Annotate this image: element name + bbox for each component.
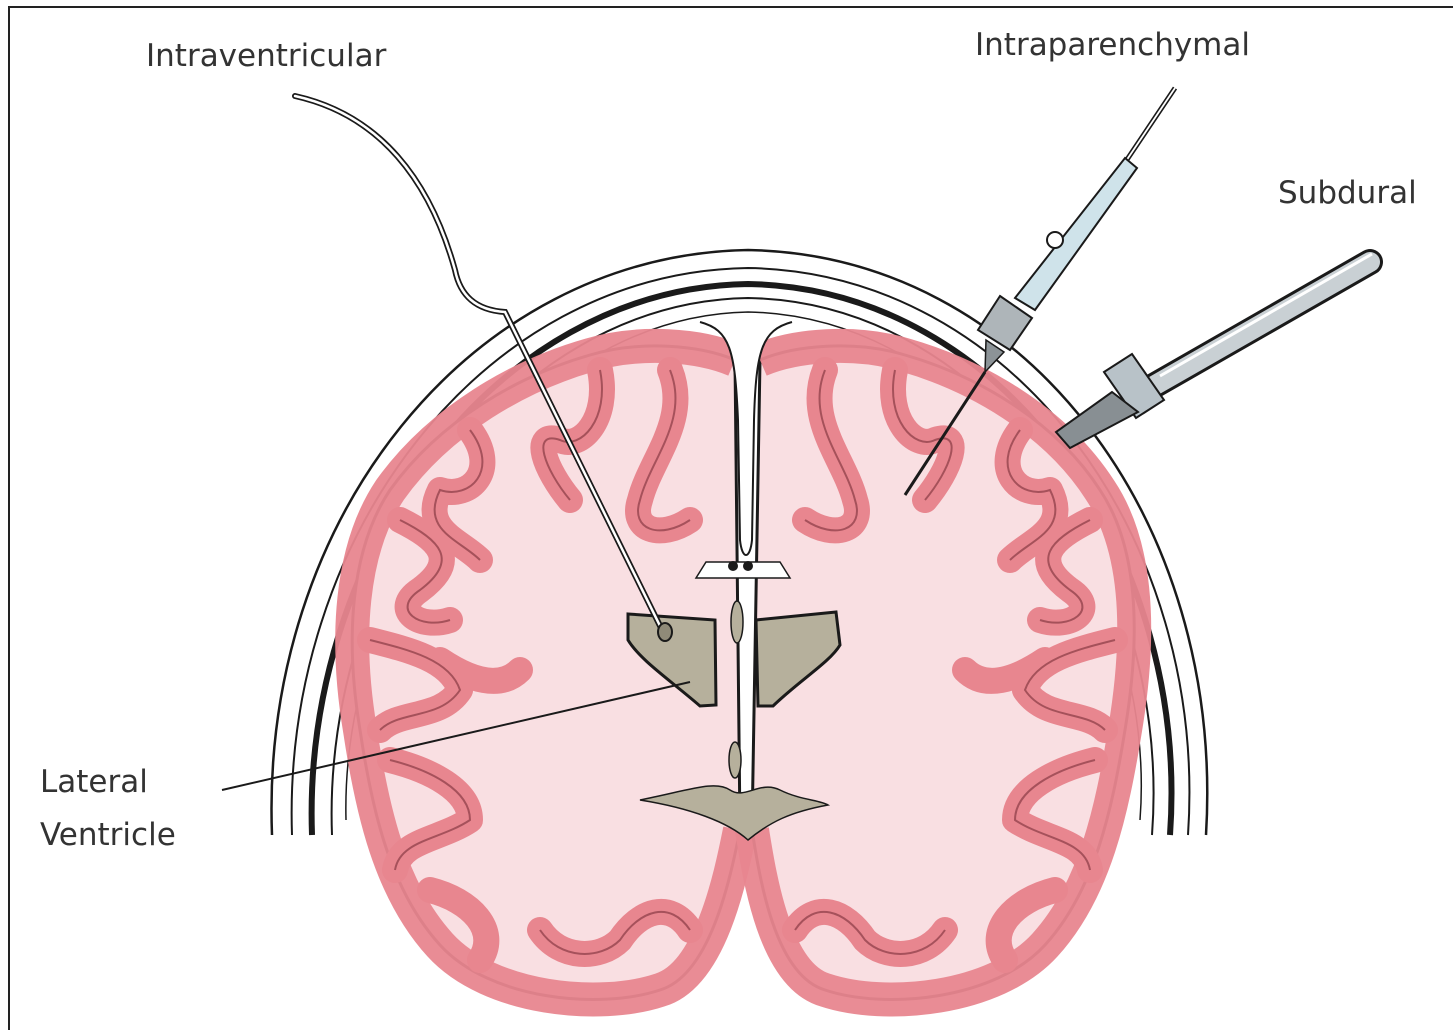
label-subdural: Subdural	[1278, 175, 1417, 211]
label-intraparenchymal: Intraparenchymal	[975, 27, 1250, 63]
label-lateral-line2: Ventricle	[40, 817, 176, 853]
label-lateral-line1: Lateral	[40, 764, 148, 800]
subdural-bolt	[1056, 254, 1372, 448]
label-intraventricular: Intraventricular	[146, 38, 387, 74]
